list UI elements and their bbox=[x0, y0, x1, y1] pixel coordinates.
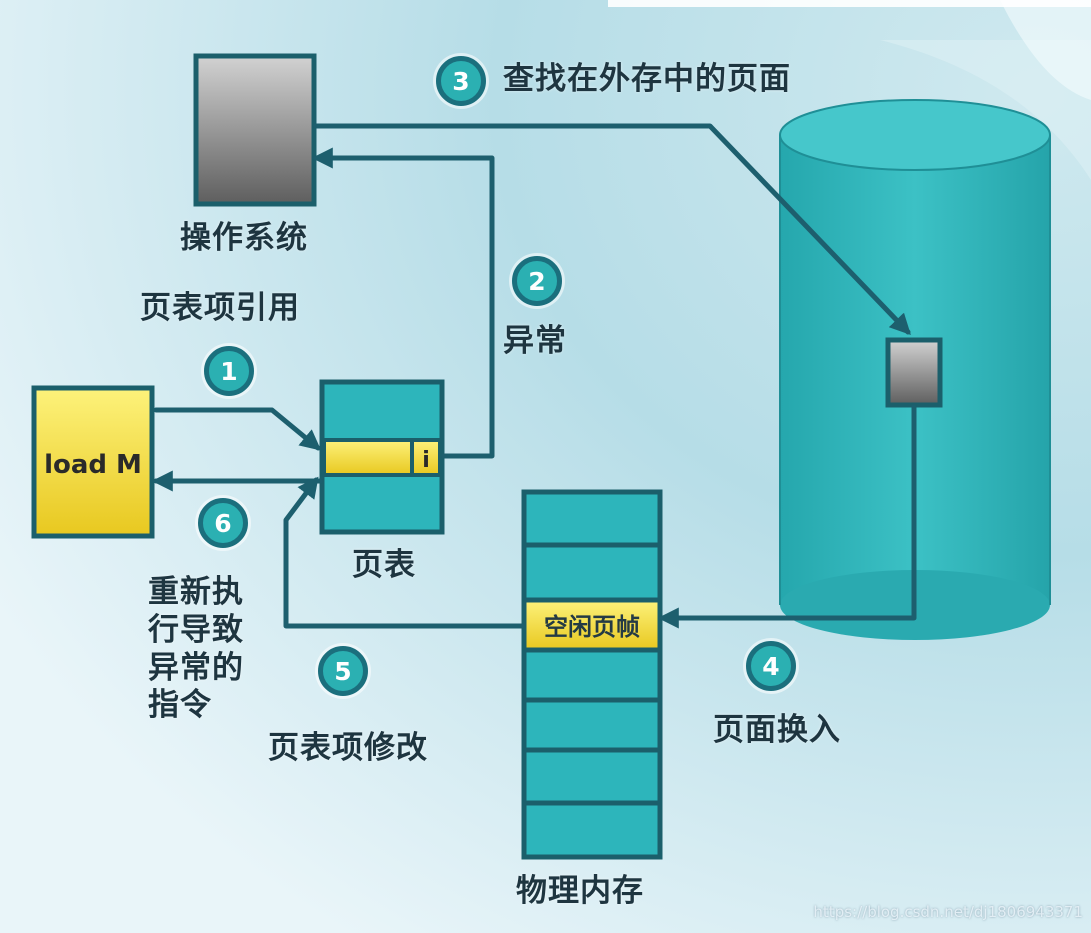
instruction-text: load M bbox=[44, 450, 142, 480]
page-in-label: 页面换入 bbox=[713, 712, 841, 748]
step-4-badge: 4 bbox=[746, 641, 796, 691]
valid-bit-label: i bbox=[422, 448, 430, 473]
watermark: https://blog.csdn.net/dj1806943371 bbox=[813, 903, 1083, 921]
physical-memory-label: 物理内存 bbox=[516, 873, 644, 909]
step-3-badge: 3 bbox=[436, 56, 486, 106]
step-5-badge: 5 bbox=[318, 646, 368, 696]
instruction-box bbox=[31, 385, 155, 539]
step-1-badge: 1 bbox=[204, 346, 254, 396]
top-decoration-line bbox=[608, 0, 1091, 7]
os-label: 操作系统 bbox=[180, 220, 308, 256]
free-frame-label: 空闲页帧 bbox=[544, 613, 640, 641]
step-2-badge: 2 bbox=[512, 256, 562, 306]
page-table-label: 页表 bbox=[352, 547, 416, 583]
step-6-badge: 6 bbox=[198, 498, 248, 548]
bg-swoosh-2 bbox=[1000, 0, 1091, 100]
rerun-instruction-label: 重新执行导致异常的指令 bbox=[148, 574, 244, 724]
arrow-page-in bbox=[657, 404, 917, 629]
page-table-entry-highlighted bbox=[322, 438, 442, 477]
pte-modify-label: 页表项修改 bbox=[268, 730, 428, 766]
pte-reference-label: 页表项引用 bbox=[140, 290, 300, 326]
physical-memory: 空闲页帧 bbox=[521, 489, 663, 860]
arrow-pte-reference bbox=[153, 407, 322, 451]
disk-page-block bbox=[885, 337, 943, 408]
arrow-exception bbox=[311, 147, 495, 459]
exception-label: 异常 bbox=[503, 323, 567, 359]
find-page-label: 查找在外存中的页面 bbox=[503, 61, 791, 97]
arrow-find-page bbox=[313, 123, 911, 336]
bg-swoosh bbox=[880, 40, 1091, 180]
os-box bbox=[193, 53, 317, 207]
arrow-pte-modify bbox=[283, 476, 525, 629]
page-table: i bbox=[319, 379, 445, 535]
